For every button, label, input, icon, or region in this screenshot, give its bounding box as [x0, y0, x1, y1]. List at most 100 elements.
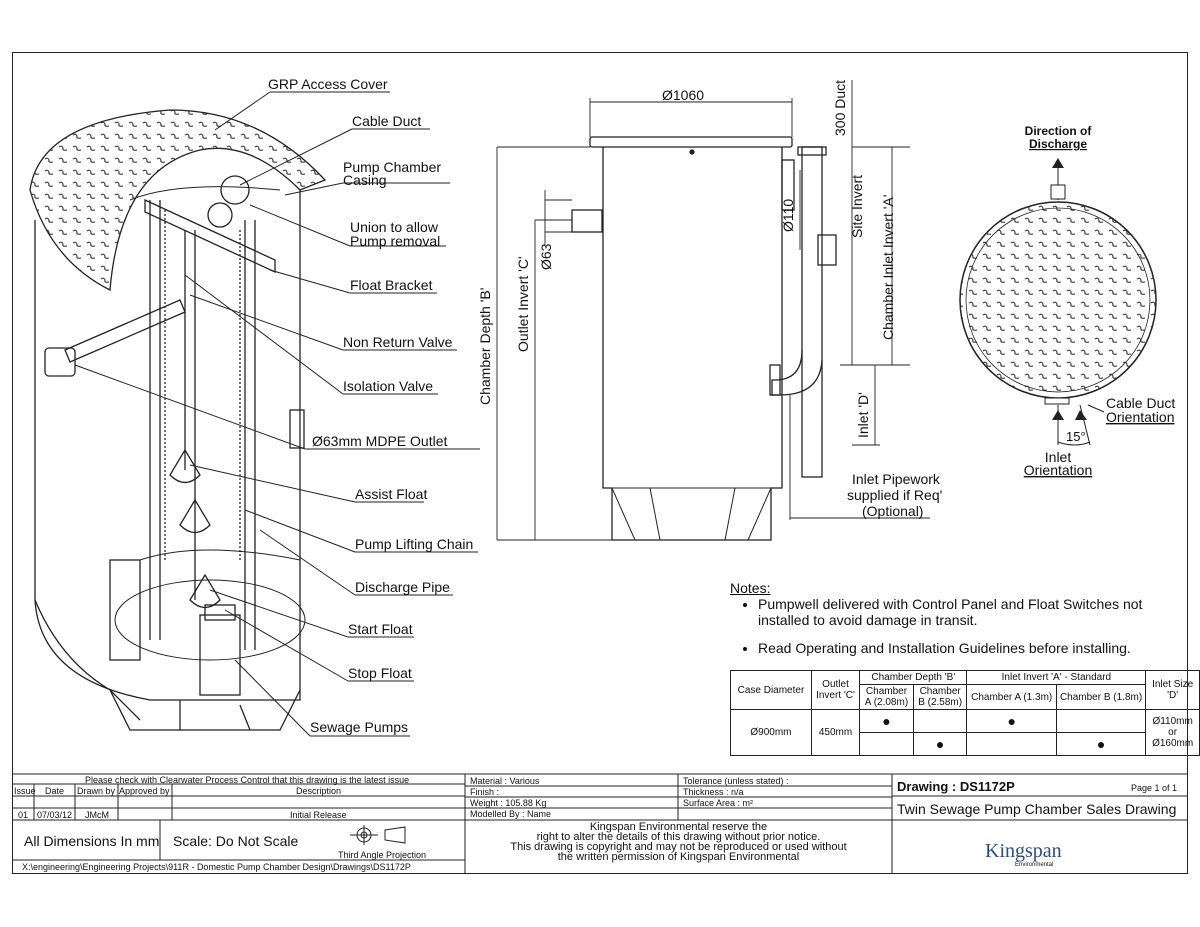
dim-outlet-invert: Outlet Invert 'C'	[515, 256, 531, 352]
label-union-2: Pump removal	[350, 233, 440, 249]
label-pump-lifting-chain: Pump Lifting Chain	[355, 536, 473, 552]
h-drawn: Drawn by	[77, 786, 116, 796]
cell-dia: Ø900mm	[730, 709, 812, 756]
isometric-cutaway-view	[29, 109, 327, 731]
label-sewage-pumps: Sewage Pumps	[310, 719, 408, 735]
dim-chamber-inlet-invert: Chamber Inlet Invert 'A'	[880, 195, 896, 340]
notes-list: Pumpwell delivered with Control Panel an…	[730, 596, 1180, 656]
label-float-bracket: Float Bracket	[350, 277, 433, 293]
label-casing: Casing	[343, 172, 387, 188]
kingspan-logo-sub: Environmental	[1015, 862, 1054, 868]
cell-dot: ●	[912, 732, 968, 756]
label-cable-duct: Cable Duct	[352, 113, 421, 129]
spec-table: Case Diameter Outlet Invert 'C' Chamber …	[730, 670, 1200, 756]
callout-leaders	[74, 91, 480, 737]
plan-cable-duct-1: Cable Duct	[1106, 395, 1175, 411]
drawing-frame	[12, 52, 1188, 874]
projection-label: Third Angle Projection	[338, 850, 427, 860]
plan-inlet-2: Orientation	[1024, 462, 1092, 478]
r-drawn: JMcM	[85, 810, 109, 820]
section-dimension-labels: Ø1060 300 Duct Site Invert Ø110 Chamber …	[477, 80, 942, 519]
th-ch-b-depth: Chamber B (2.58m)	[912, 684, 968, 710]
dims-note: All Dimensions In mm	[24, 833, 160, 849]
label-grp-access-cover: GRP Access Cover	[268, 76, 388, 92]
page-count: Page 1 of 1	[1131, 783, 1178, 793]
inlet-pipework-3: (Optional)	[862, 503, 923, 519]
th-case-diameter: Case Diameter	[730, 670, 812, 710]
copyright-line: This drawing is copyright and may not be…	[510, 841, 847, 853]
title-block-grid	[12, 773, 1188, 874]
note-item: Pumpwell delivered with Control Panel an…	[758, 596, 1180, 628]
label-pump-chamber: Pump Chamber	[343, 159, 441, 175]
h-description: Description	[296, 786, 342, 796]
copyright-line: the written permission of Kingspan Envir…	[557, 851, 800, 863]
tolerance: Tolerance (unless stated) :	[683, 776, 789, 786]
dim-site-invert: Site Invert	[849, 175, 865, 238]
kingspan-logo: Kingspan	[985, 840, 1062, 862]
label-discharge-pipe: Discharge Pipe	[355, 579, 450, 595]
dim-diameter: Ø1060	[662, 87, 704, 103]
label-mdpe-outlet: Ø63mm MDPE Outlet	[312, 433, 447, 449]
file-path: X:\engineering\Engineering Projects\911R…	[22, 862, 411, 872]
dim-300-duct: 300 Duct	[832, 80, 848, 136]
label-union-1: Union to allow	[350, 219, 439, 235]
th-ch-b-inv: Chamber B (1.8m)	[1055, 684, 1147, 710]
copyright-block: Kingspan Environmental reserve the right…	[465, 821, 892, 863]
plan-direction-2: Discharge	[1029, 137, 1087, 151]
check-notice: Please check with Clearwater Process Con…	[85, 775, 410, 785]
section-dimension-lines	[496, 80, 930, 541]
modelled-by: Modelled By : Name	[470, 809, 552, 819]
th-ch-a-depth: Chamber A (2.08m)	[859, 684, 914, 710]
section-view	[571, 136, 837, 541]
label-isolation-valve: Isolation Valve	[343, 378, 433, 394]
plan-cable-duct-2: Orientation	[1106, 409, 1174, 425]
cell-dot: ●	[859, 709, 914, 733]
label-start-float: Start Float	[348, 621, 413, 637]
callout-labels: GRP Access Cover Cable Duct Pump Chamber…	[268, 76, 473, 735]
inlet-size-1: Ø110mm	[1152, 716, 1193, 727]
plan-labels: Direction of Discharge Cable Duct Orient…	[1024, 124, 1176, 478]
material: Material : Various	[470, 776, 540, 786]
th-inlet-invert: Inlet Invert 'A' - Standard	[966, 670, 1147, 685]
label-stop-float: Stop Float	[348, 665, 412, 681]
th-outlet-invert: Outlet Invert 'C'	[810, 670, 861, 710]
finish: Finish :	[470, 787, 500, 797]
th-inlet-size: Inlet Size 'D'	[1145, 670, 1200, 710]
h-issue: Issue	[14, 786, 36, 796]
h-date: Date	[45, 786, 65, 796]
r-date: 07/03/12	[37, 810, 73, 820]
cell-inlet-size: Ø110mm or Ø160mm	[1145, 709, 1200, 756]
surface-area: Surface Area : m²	[683, 798, 754, 808]
weight: Weight : 105.88 Kg	[470, 798, 547, 808]
thickness: Thickness : n/a	[683, 787, 744, 797]
th-chamber-depth: Chamber Depth 'B'	[859, 670, 968, 685]
notes-title: Notes:	[730, 580, 771, 596]
label-non-return-valve: Non Return Valve	[343, 334, 453, 350]
r-issue: 01	[18, 810, 29, 820]
dim-chamber-depth: Chamber Depth 'B'	[477, 288, 493, 405]
scale-note: Scale: Do Not Scale	[173, 833, 299, 849]
h-approved: Approved by	[119, 786, 170, 796]
plan-direction-1: Direction of	[1025, 124, 1093, 138]
cell-dot: ●	[1055, 732, 1147, 756]
drawing-number: Drawing : DS1172P	[897, 779, 1015, 794]
inlet-pipework-1: Inlet Pipework	[852, 471, 941, 487]
cell-dot: ●	[966, 709, 1057, 733]
drawing-title: Twin Sewage Pump Chamber Sales Drawing	[897, 801, 1177, 817]
label-assist-float: Assist Float	[355, 486, 427, 502]
dim-inlet-d: Inlet 'D'	[855, 392, 871, 438]
inlet-size-2: Ø160mm	[1152, 738, 1194, 749]
r-description: Initial Release	[290, 810, 347, 820]
copyright-line: right to alter the details of this drawi…	[536, 831, 821, 843]
plan-inlet-1: Inlet	[1045, 449, 1072, 465]
cell-outlet: 450mm	[810, 709, 861, 756]
th-ch-a-inv: Chamber A (1.3m)	[966, 684, 1057, 710]
copyright-line: Kingspan Environmental reserve the	[589, 821, 768, 833]
dim-dia-63: Ø63	[538, 243, 554, 270]
plan-view	[959, 158, 1157, 446]
inlet-pipework-2: supplied if Req'	[847, 487, 942, 503]
plan-angle: 15°	[1066, 429, 1086, 444]
note-item: Read Operating and Installation Guidelin…	[758, 640, 1180, 656]
dim-dia-110: Ø110	[780, 199, 796, 232]
